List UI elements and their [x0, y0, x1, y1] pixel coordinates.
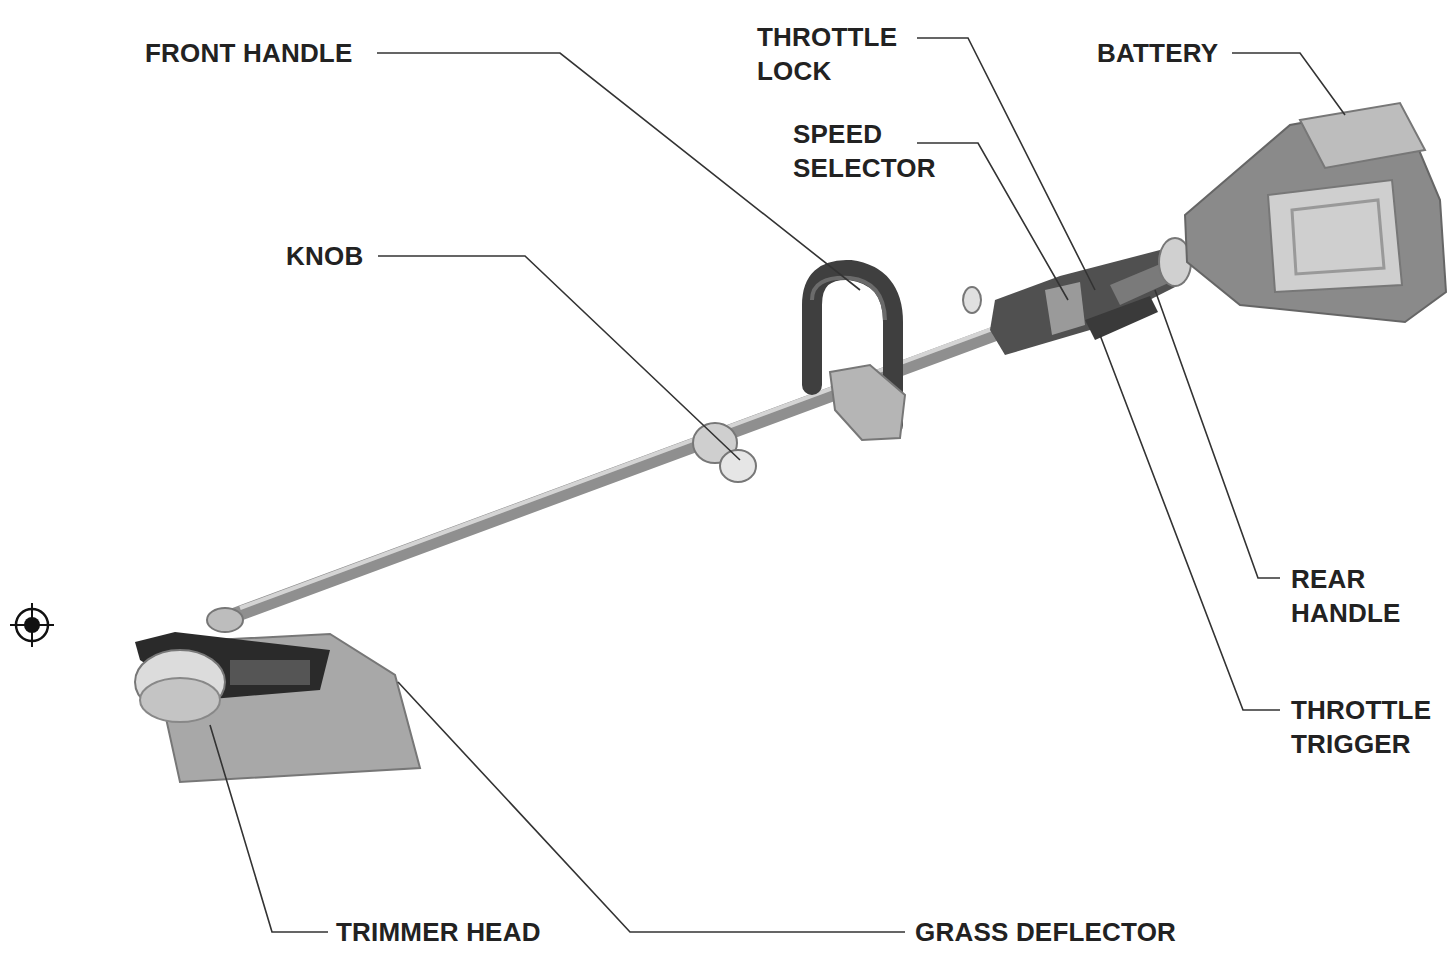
rear-grip	[990, 250, 1185, 355]
head-detail	[230, 660, 310, 685]
spool-gear	[140, 678, 220, 722]
lock-valve	[963, 287, 981, 313]
part-label: KNOB	[286, 239, 363, 273]
registration-mark	[10, 603, 54, 647]
leader-line	[917, 38, 1095, 290]
shaft-collar	[207, 608, 243, 632]
leader-line	[398, 682, 905, 932]
knob	[720, 450, 756, 482]
leader-line	[1232, 53, 1345, 115]
leader-line	[917, 143, 1068, 300]
part-label: TRIMMER HEAD	[336, 915, 541, 949]
part-label: THROTTLE TRIGGER	[1291, 693, 1431, 761]
battery	[1300, 103, 1425, 168]
part-label: THROTTLE LOCK	[757, 20, 897, 88]
part-label: REAR HANDLE	[1291, 562, 1401, 630]
leader-line	[378, 256, 740, 460]
leader-line	[1100, 335, 1280, 710]
leader-line	[377, 53, 860, 290]
part-label: BATTERY	[1097, 36, 1218, 70]
part-label: FRONT HANDLE	[145, 36, 353, 70]
battery-panel	[1268, 180, 1402, 292]
leader-line	[210, 725, 328, 932]
leader-lines	[210, 38, 1345, 932]
leader-line	[1155, 290, 1280, 578]
handle-clamp	[830, 365, 905, 440]
speed-selector	[1045, 282, 1085, 335]
part-label: SPEED SELECTOR	[793, 117, 936, 185]
handle-highlight	[812, 278, 885, 320]
panel-inset	[1292, 200, 1384, 274]
mark-line	[31, 603, 33, 647]
throttle-trigger-part	[1085, 296, 1158, 340]
part-label: GRASS DEFLECTOR	[915, 915, 1176, 949]
